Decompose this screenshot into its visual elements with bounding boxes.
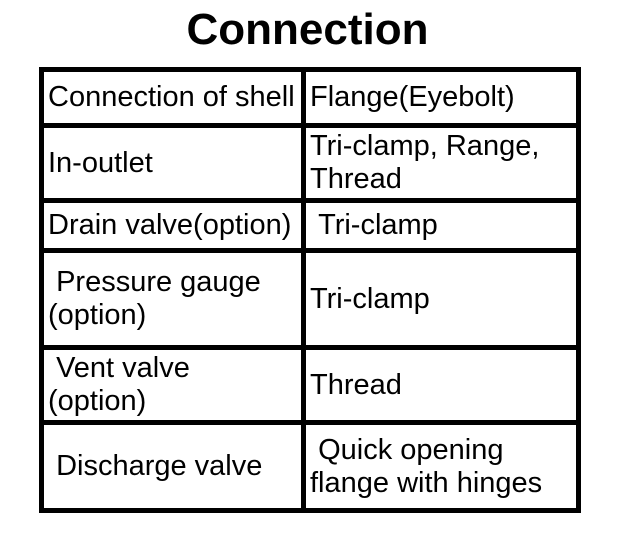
- row-label-cell: Pressure gauge (option): [39, 248, 306, 350]
- row-value-cell: Tri-clamp: [301, 198, 581, 253]
- row-value-cell: Flange(Eyebolt): [301, 67, 581, 128]
- table-row: Vent valve (option) Thread: [39, 345, 581, 425]
- row-value-cell: Quick opening flange with hinges: [301, 420, 581, 513]
- page-title: Connection: [186, 5, 429, 54]
- row-label-cell: Vent valve (option): [39, 345, 306, 425]
- row-value-cell: Tri-clamp: [301, 248, 581, 350]
- row-label-cell: Drain valve(option): [39, 198, 306, 253]
- table-row: Pressure gauge (option) Tri-clamp: [39, 248, 581, 350]
- row-value-cell: Thread: [301, 345, 581, 425]
- table-row: Drain valve(option) Tri-clamp: [39, 198, 581, 253]
- connection-table: Connection of shell Flange(Eyebolt) In-o…: [39, 67, 581, 513]
- table-row: Discharge valve Quick opening flange wit…: [39, 420, 581, 513]
- table-row: Connection of shell Flange(Eyebolt): [39, 67, 581, 128]
- table-row: In-outlet Tri-clamp, Range, Thread: [39, 123, 581, 203]
- row-label-cell: Connection of shell: [39, 67, 306, 128]
- row-label-cell: Discharge valve: [39, 420, 306, 513]
- row-label-cell: In-outlet: [39, 123, 306, 203]
- row-value-cell: Tri-clamp, Range, Thread: [301, 123, 581, 203]
